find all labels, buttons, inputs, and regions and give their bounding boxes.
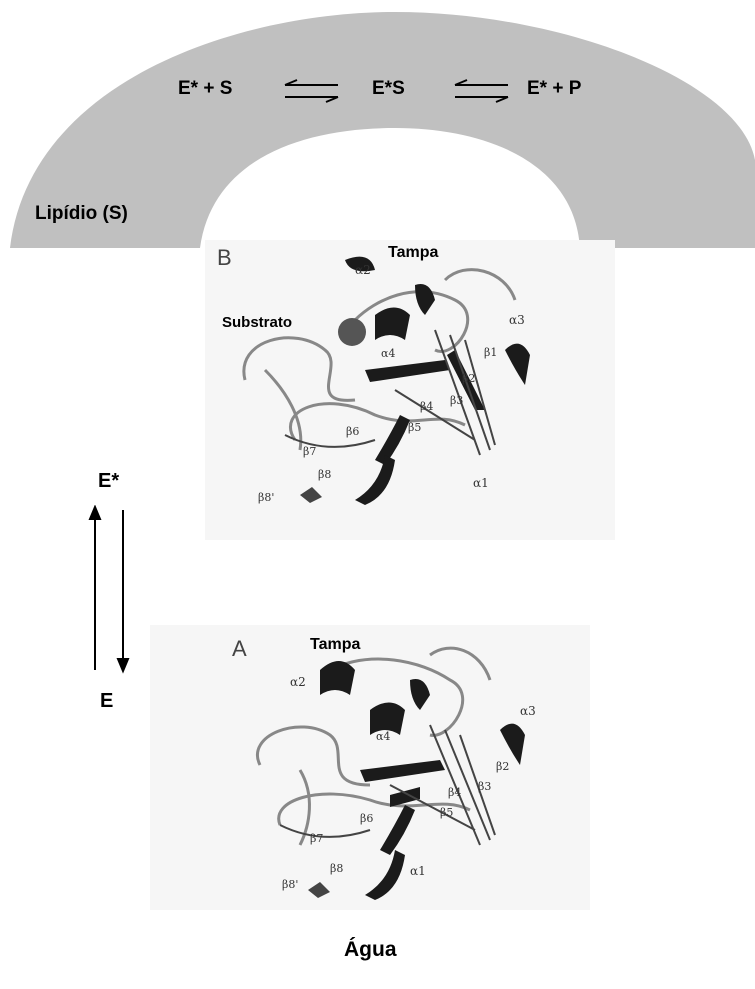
eq-reactants: E* + S: [178, 78, 232, 100]
panel-b-substrate: Substrato: [222, 314, 292, 331]
arrow-up-icon: [90, 507, 100, 519]
label-beta7-b: β7: [303, 445, 316, 458]
lipid-label: Lipídio (S): [35, 203, 128, 225]
label-beta8-a: β8: [330, 862, 343, 875]
label-beta2-a: β2: [496, 760, 509, 773]
label-beta7-a: β7: [310, 832, 323, 845]
label-alpha2-a: α2: [290, 675, 306, 689]
label-beta8p-a: β8': [282, 878, 298, 891]
label-beta6-b: β6: [346, 425, 359, 438]
panel-a: [150, 625, 590, 910]
arrow-down-icon: [118, 659, 128, 671]
eq-complex: E*S: [372, 78, 405, 100]
label-beta1-b: β1: [484, 346, 497, 359]
label-beta8p-b: β8': [258, 491, 274, 504]
label-beta5-b: β5: [408, 421, 421, 434]
panel-a-letter: A: [232, 636, 247, 662]
label-beta3-a: β3: [478, 780, 491, 793]
label-alpha3-a: α3: [520, 704, 536, 718]
label-alpha1-a: α1: [410, 864, 426, 878]
conformation-arrows: [85, 505, 135, 675]
label-beta2-b: β2: [462, 372, 475, 385]
label-beta4-a: β4: [448, 786, 461, 799]
panel-b-lid: Tampa: [388, 244, 438, 262]
panel-a-lid: Tampa: [310, 636, 360, 654]
water-label: Água: [344, 938, 397, 962]
label-beta6-a: β6: [360, 812, 373, 825]
label-alpha4-a: α4: [376, 730, 390, 743]
substrate-icon: [338, 318, 366, 346]
label-beta4-b: β4: [420, 400, 433, 413]
eq-products: E* + P: [527, 78, 581, 100]
label-beta5-a: β5: [440, 806, 453, 819]
label-alpha1-b: α1: [473, 476, 489, 490]
label-beta3-b: β3: [450, 394, 463, 407]
label-beta8-b: β8: [318, 468, 331, 481]
active-state-label: E*: [98, 470, 119, 493]
label-alpha3-b: α3: [509, 313, 525, 327]
label-alpha4-b: α4: [381, 347, 395, 360]
protein-structure-a: [150, 625, 590, 910]
inactive-state-label: E: [100, 690, 113, 713]
panel-b-letter: B: [217, 245, 232, 271]
label-alpha2-b: α2: [355, 263, 371, 277]
